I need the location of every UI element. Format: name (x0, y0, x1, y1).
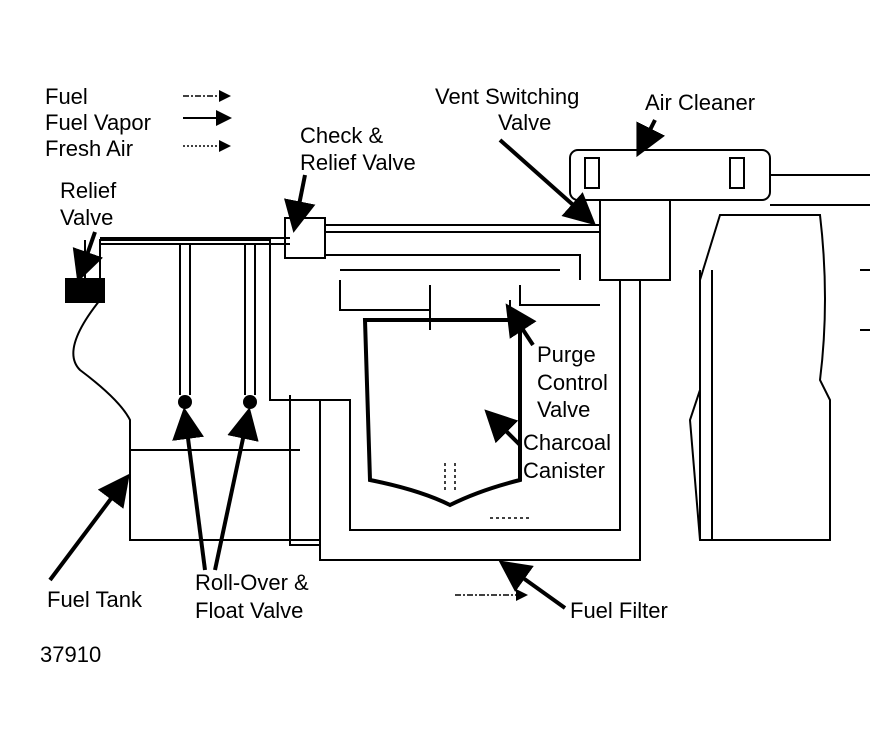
roll-over-float-valve-label-line2: Float Valve (195, 598, 303, 623)
legend: Fuel Fuel Vapor Fresh Air (45, 84, 232, 161)
purge-control-valve-label-line3: Valve (537, 397, 590, 422)
charcoal-canister-label-line1: Charcoal (523, 430, 611, 455)
legend-fresh-air-label: Fresh Air (45, 136, 133, 161)
relief-valve-label-line2: Valve (60, 205, 113, 230)
engine (688, 214, 870, 541)
roll-over-float-valve-label-line1: Roll-Over & (195, 570, 309, 595)
vent-switching-valve-label-line1: Vent Switching (435, 84, 579, 109)
figure-number: 37910 (40, 642, 101, 667)
charcoal-canister-label-line2: Canister (523, 458, 605, 483)
check-relief-valve-label-line2: Relief Valve (300, 150, 416, 175)
relief-valve-label-line1: Relief (60, 178, 117, 203)
leader-arrows (48, 119, 666, 610)
relief-valve-body (65, 278, 105, 303)
charcoal-canister (362, 300, 522, 508)
check-relief-valve-body (284, 217, 326, 259)
check-relief-valve-label-line1: Check & (300, 123, 383, 148)
roll-over-valve-1 (178, 395, 192, 409)
roll-over-valve-2 (243, 395, 257, 409)
vent-switching-valve-label-line2: Valve (498, 110, 551, 135)
legend-fuel-vapor-label: Fuel Vapor (45, 110, 151, 135)
fuel-filter-label: Fuel Filter (570, 598, 668, 623)
legend-fuel-label: Fuel (45, 84, 88, 109)
fuel-tank-label: Fuel Tank (47, 587, 143, 612)
air-cleaner-label: Air Cleaner (645, 90, 755, 115)
fuel-lines (289, 270, 713, 601)
vapor-lines (100, 217, 600, 311)
vent-switching-valve-body (599, 199, 671, 281)
air-cleaner (569, 149, 870, 281)
purge-control-valve-label-line2: Control (537, 370, 608, 395)
fuel-tank (65, 239, 321, 541)
purge-control-valve-label-line1: Purge (537, 342, 596, 367)
